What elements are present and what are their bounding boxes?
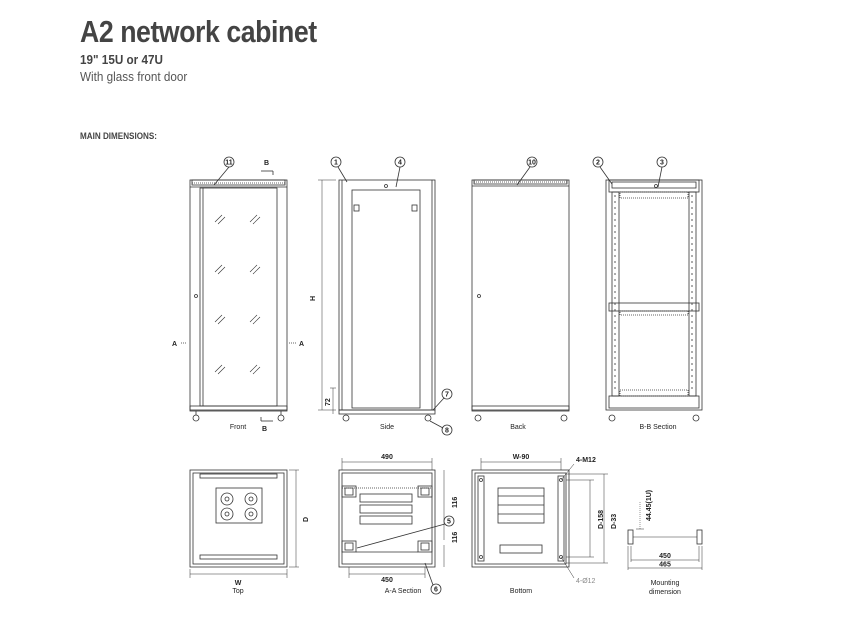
dim-w: W [235,580,242,587]
mounting-label-line1: Mounting [651,580,680,587]
side-view-label: Side [380,424,394,431]
section-label: MAIN DIMENSIONS: [80,131,157,141]
dim-h: H [310,296,317,301]
callout-6: 6 [434,587,438,594]
bottom-view-label: Bottom [510,588,532,595]
callout-8: 8 [445,428,449,435]
top-view-label: Top [232,588,243,595]
top-view [189,469,299,578]
dim-bottom-depth-2: D-33 [611,514,618,529]
aa-section-label: A-A Section [385,588,422,595]
front-view [181,156,296,422]
marker-b-top: B [264,160,269,167]
dim-aa-width-top: 490 [381,454,393,461]
dim-aa-depth-top: 116 [452,497,459,508]
glass-door [199,187,278,407]
dim-bottom-holes: 4-Ø12 [576,578,596,585]
dim-mount-unit: 44.45(1U) [646,490,653,521]
side-view [318,156,453,436]
bb-section-view [592,156,703,422]
dim-mount-outer: 465 [659,562,671,569]
page-title: A2 network cabinet [80,14,317,49]
dim-aa-depth-bottom: 116 [452,532,459,543]
callout-3: 3 [660,160,664,167]
bottom-view [471,458,608,579]
dim-aa-width-bottom: 450 [381,577,393,584]
dim-d: D [303,517,310,522]
page-tagline: With glass front door [80,69,188,84]
back-view [471,156,570,422]
callout-2: 2 [596,160,600,167]
side-panel [351,189,421,409]
marker-a-left: A [172,341,177,348]
aa-section-view [338,458,455,595]
callout-4: 4 [398,160,402,167]
dim-bottom-screw: 4-M12 [576,457,596,464]
mounting-label-line2: dimension [649,589,681,596]
bb-section-label: B-B Section [640,424,677,431]
callout-10: 10 [528,160,536,167]
callout-7: 7 [445,392,449,399]
back-view-label: Back [510,424,526,431]
marker-b-bottom: B [262,426,267,433]
callout-5: 5 [447,519,451,526]
dim-bottom-width: W-90 [513,454,530,461]
callout-1: 1 [334,160,338,167]
callout-11: 11 [225,160,233,167]
dim-bottom-depth-1: D-158 [598,510,605,529]
front-view-label: Front [230,424,246,431]
dim-mount-inner: 450 [659,553,671,560]
page-subtitle: 19" 15U or 47U [80,52,163,67]
dim-base-height: 72 [325,398,332,406]
marker-a-right: A [299,341,304,348]
mounting-dimension-view [627,502,703,570]
